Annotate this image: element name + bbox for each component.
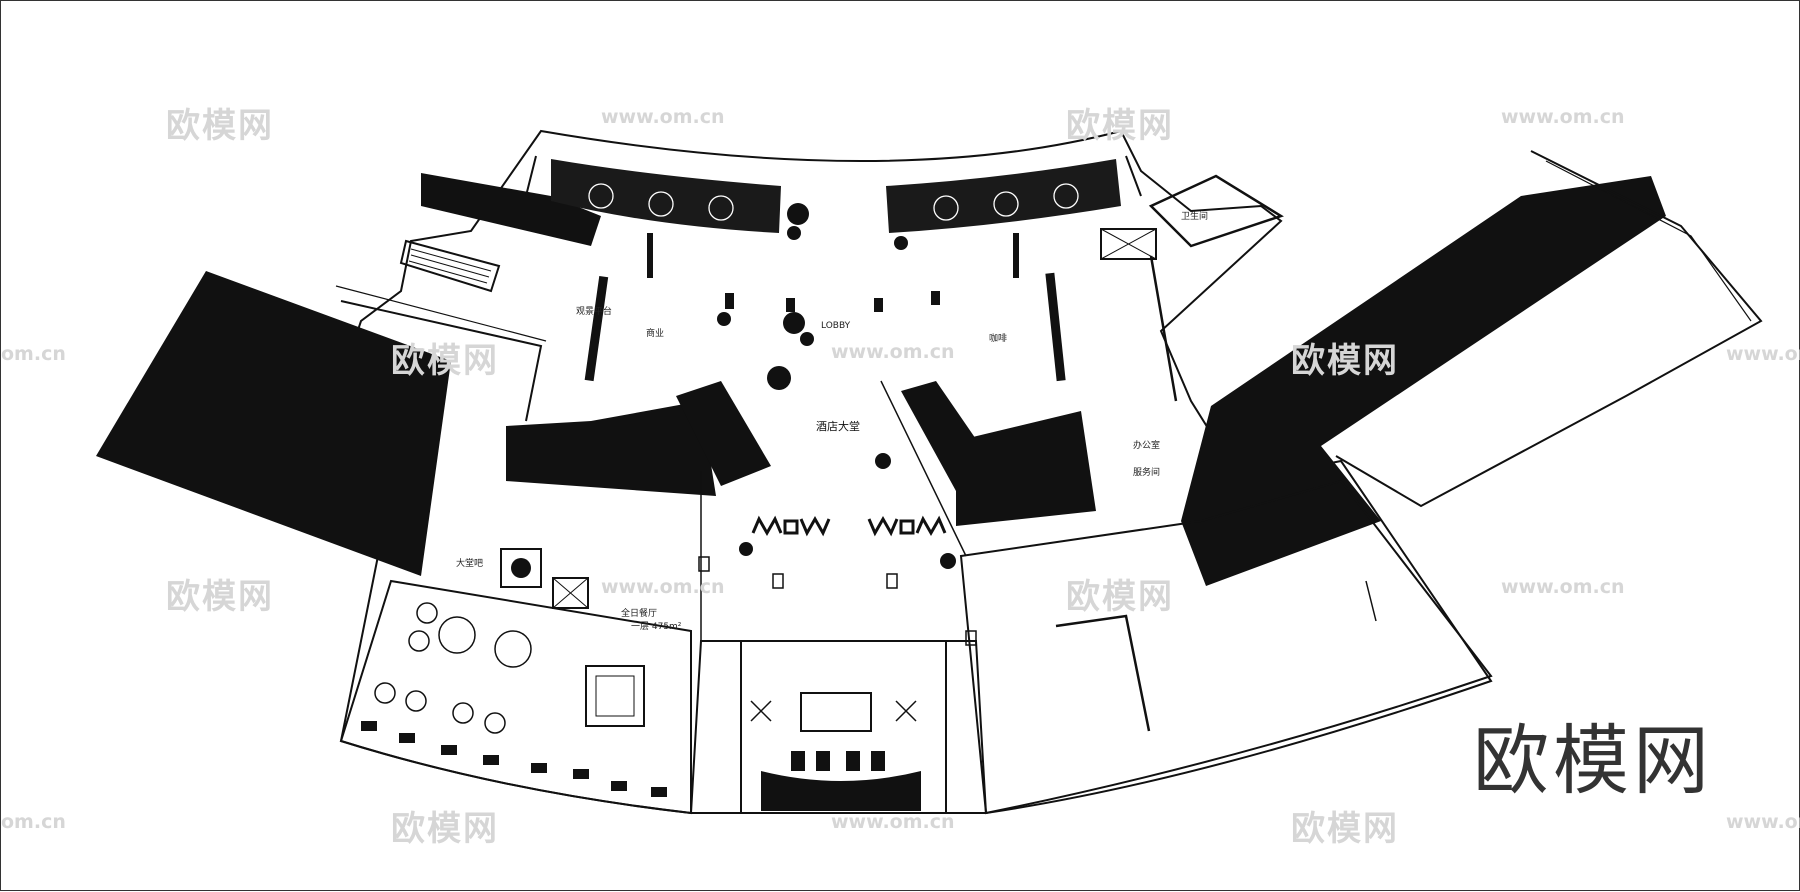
room-label: 商业 bbox=[646, 329, 665, 339]
mum-logo-right bbox=[867, 515, 947, 537]
room-label: 全日餐厅 bbox=[621, 609, 658, 619]
brand-logo: 欧模网 bbox=[1473, 716, 1713, 805]
right-long-wing bbox=[1181, 176, 1666, 586]
elevator-left bbox=[552, 577, 589, 609]
center-left-rotated bbox=[676, 381, 771, 486]
right-wing-outline bbox=[1335, 150, 1763, 508]
left-restaurant bbox=[339, 579, 692, 815]
right-top-room bbox=[1148, 174, 1284, 248]
lobby-wall-strips bbox=[584, 233, 1066, 382]
entrance-block bbox=[689, 640, 988, 814]
center-right-rotated bbox=[901, 381, 991, 491]
right-hall-wall bbox=[1055, 614, 1151, 732]
center-left-block bbox=[506, 401, 716, 496]
mum-logo-left bbox=[751, 515, 831, 537]
feature-box bbox=[500, 548, 542, 588]
right-open-hall bbox=[959, 479, 1493, 815]
top-band-left bbox=[551, 159, 781, 233]
room-label: 卫生间 bbox=[1181, 212, 1209, 222]
room-label: 咖啡 bbox=[989, 334, 1008, 344]
entrance-chairs bbox=[791, 751, 885, 771]
lobby-sub-label: LOBBY bbox=[821, 321, 851, 331]
reception-desk bbox=[800, 692, 872, 732]
left-hatched-block bbox=[96, 271, 451, 576]
room-label: 办公室 bbox=[1133, 441, 1161, 451]
room-label: 服务间 bbox=[1133, 468, 1161, 478]
elevator-right bbox=[1100, 228, 1157, 260]
bar-counter bbox=[585, 665, 645, 727]
lobby-columns bbox=[717, 203, 956, 569]
escalator-left bbox=[399, 239, 501, 293]
entrance-canopy bbox=[761, 771, 921, 811]
lobby-pillars bbox=[725, 291, 940, 312]
booth-tables bbox=[361, 721, 667, 797]
top-band-right bbox=[886, 159, 1121, 233]
room-label: 大堂吧 bbox=[456, 559, 484, 569]
room-label: 观景平台 bbox=[576, 307, 613, 317]
center-right-block bbox=[956, 411, 1096, 526]
lobby-label: 酒店大堂 bbox=[816, 420, 860, 433]
round-tables bbox=[374, 602, 532, 734]
top-left-strip bbox=[421, 173, 601, 246]
area-label: 一层 475m² bbox=[631, 622, 682, 632]
